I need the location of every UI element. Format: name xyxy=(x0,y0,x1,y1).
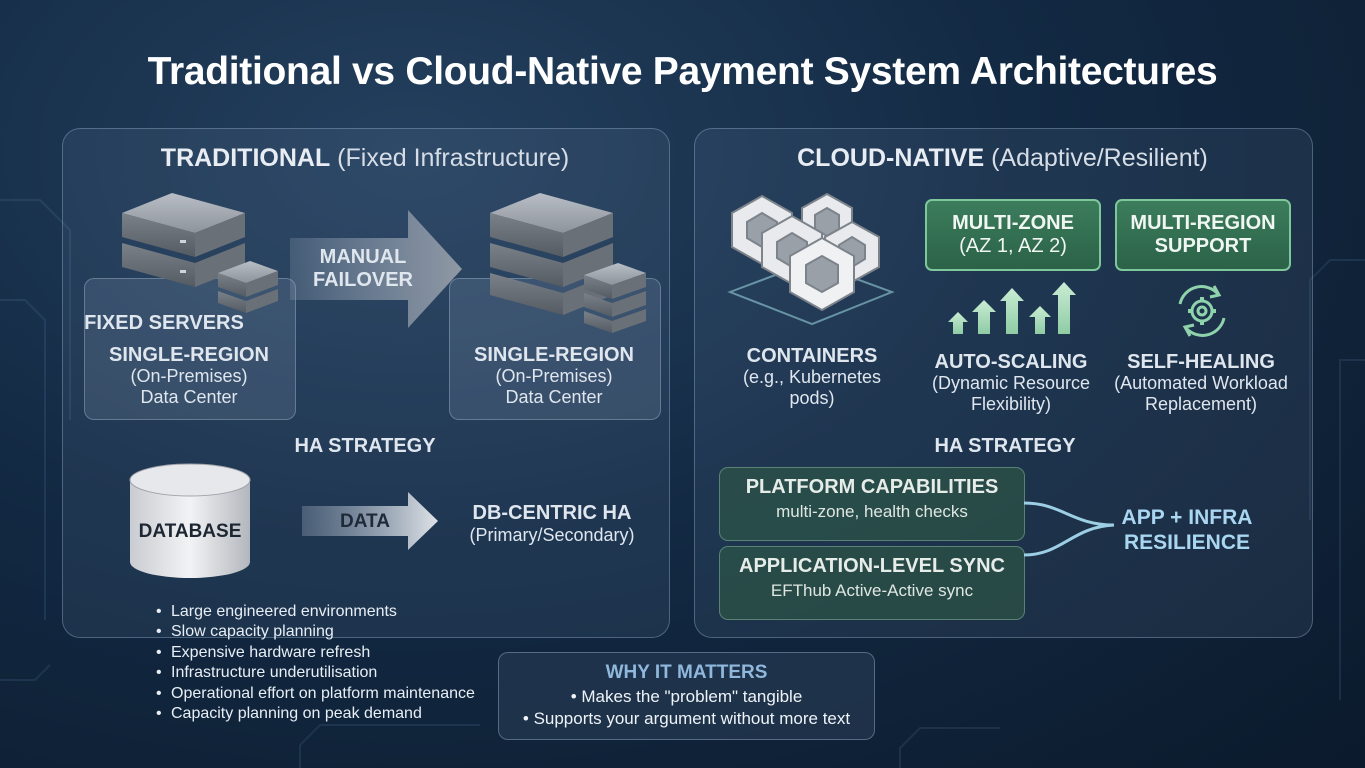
why-bullet: • Makes the "problem" tangible xyxy=(499,687,874,707)
database-label: DATABASE xyxy=(128,521,252,543)
page-title: Traditional vs Cloud-Native Payment Syst… xyxy=(0,50,1365,94)
single-region-right-label: SINGLE-REGION (On-Premises) Data Center xyxy=(449,345,659,408)
bullet-item: Operational effort on platform maintenan… xyxy=(156,684,475,704)
self-healing-label: SELF-HEALING (Automated Workload Replace… xyxy=(1106,352,1296,415)
auto-scaling-label: AUTO-SCALING (Dynamic Resource Flexibili… xyxy=(910,352,1112,415)
why-bullet: • Supports your argument without more te… xyxy=(499,709,874,729)
app-infra-resilience-label: APP + INFRA RESILIENCE xyxy=(1102,505,1272,555)
server-stack-icon xyxy=(478,185,658,335)
why-heading: WHY IT MATTERS xyxy=(499,662,874,684)
self-healing-gear-icon xyxy=(1168,280,1236,342)
scaling-arrows-icon xyxy=(944,282,1079,336)
cloud-native-title: CLOUD-NATIVE (Adaptive/Resilient) xyxy=(694,144,1311,173)
traditional-title: TRADITIONAL (Fixed Infrastructure) xyxy=(62,144,668,173)
containers-icon xyxy=(722,192,897,337)
ha-strategy-label-traditional: HA STRATEGY xyxy=(294,435,435,457)
why-it-matters-box: WHY IT MATTERS • Makes the "problem" tan… xyxy=(498,652,875,740)
platform-capabilities-box: PLATFORM CAPABILITIES multi-zone, health… xyxy=(719,467,1025,541)
bullet-item: Infrastructure underutilisation xyxy=(156,663,475,683)
ha-strategy-label-cloud: HA STRATEGY xyxy=(934,435,1075,457)
db-centric-ha: DB-CENTRIC HA (Primary/Secondary) xyxy=(452,502,652,546)
bullet-item: Capacity planning on peak demand xyxy=(156,704,475,724)
bullet-item: Expensive hardware refresh xyxy=(156,643,475,663)
data-arrow-label: DATA xyxy=(302,511,428,533)
single-region-left-label: SINGLE-REGION (On-Premises) Data Center xyxy=(84,345,294,408)
manual-failover-label: MANUAL FAILOVER xyxy=(290,246,436,292)
containers-label: CONTAINERS (e.g., Kubernetes pods) xyxy=(712,346,912,409)
bullet-item: Slow capacity planning xyxy=(156,622,475,642)
multi-zone-box: MULTI-ZONE (AZ 1, AZ 2) xyxy=(925,199,1101,271)
multi-region-box: MULTI-REGION SUPPORT xyxy=(1115,199,1291,271)
fixed-servers-label: FIXED SERVERS xyxy=(84,312,244,334)
application-level-sync-box: APPLICATION-LEVEL SYNC EFThub Active-Act… xyxy=(719,546,1025,620)
server-stack-icon xyxy=(110,185,290,315)
traditional-bullets: Large engineered environments Slow capac… xyxy=(156,602,475,724)
bullet-item: Large engineered environments xyxy=(156,602,475,622)
